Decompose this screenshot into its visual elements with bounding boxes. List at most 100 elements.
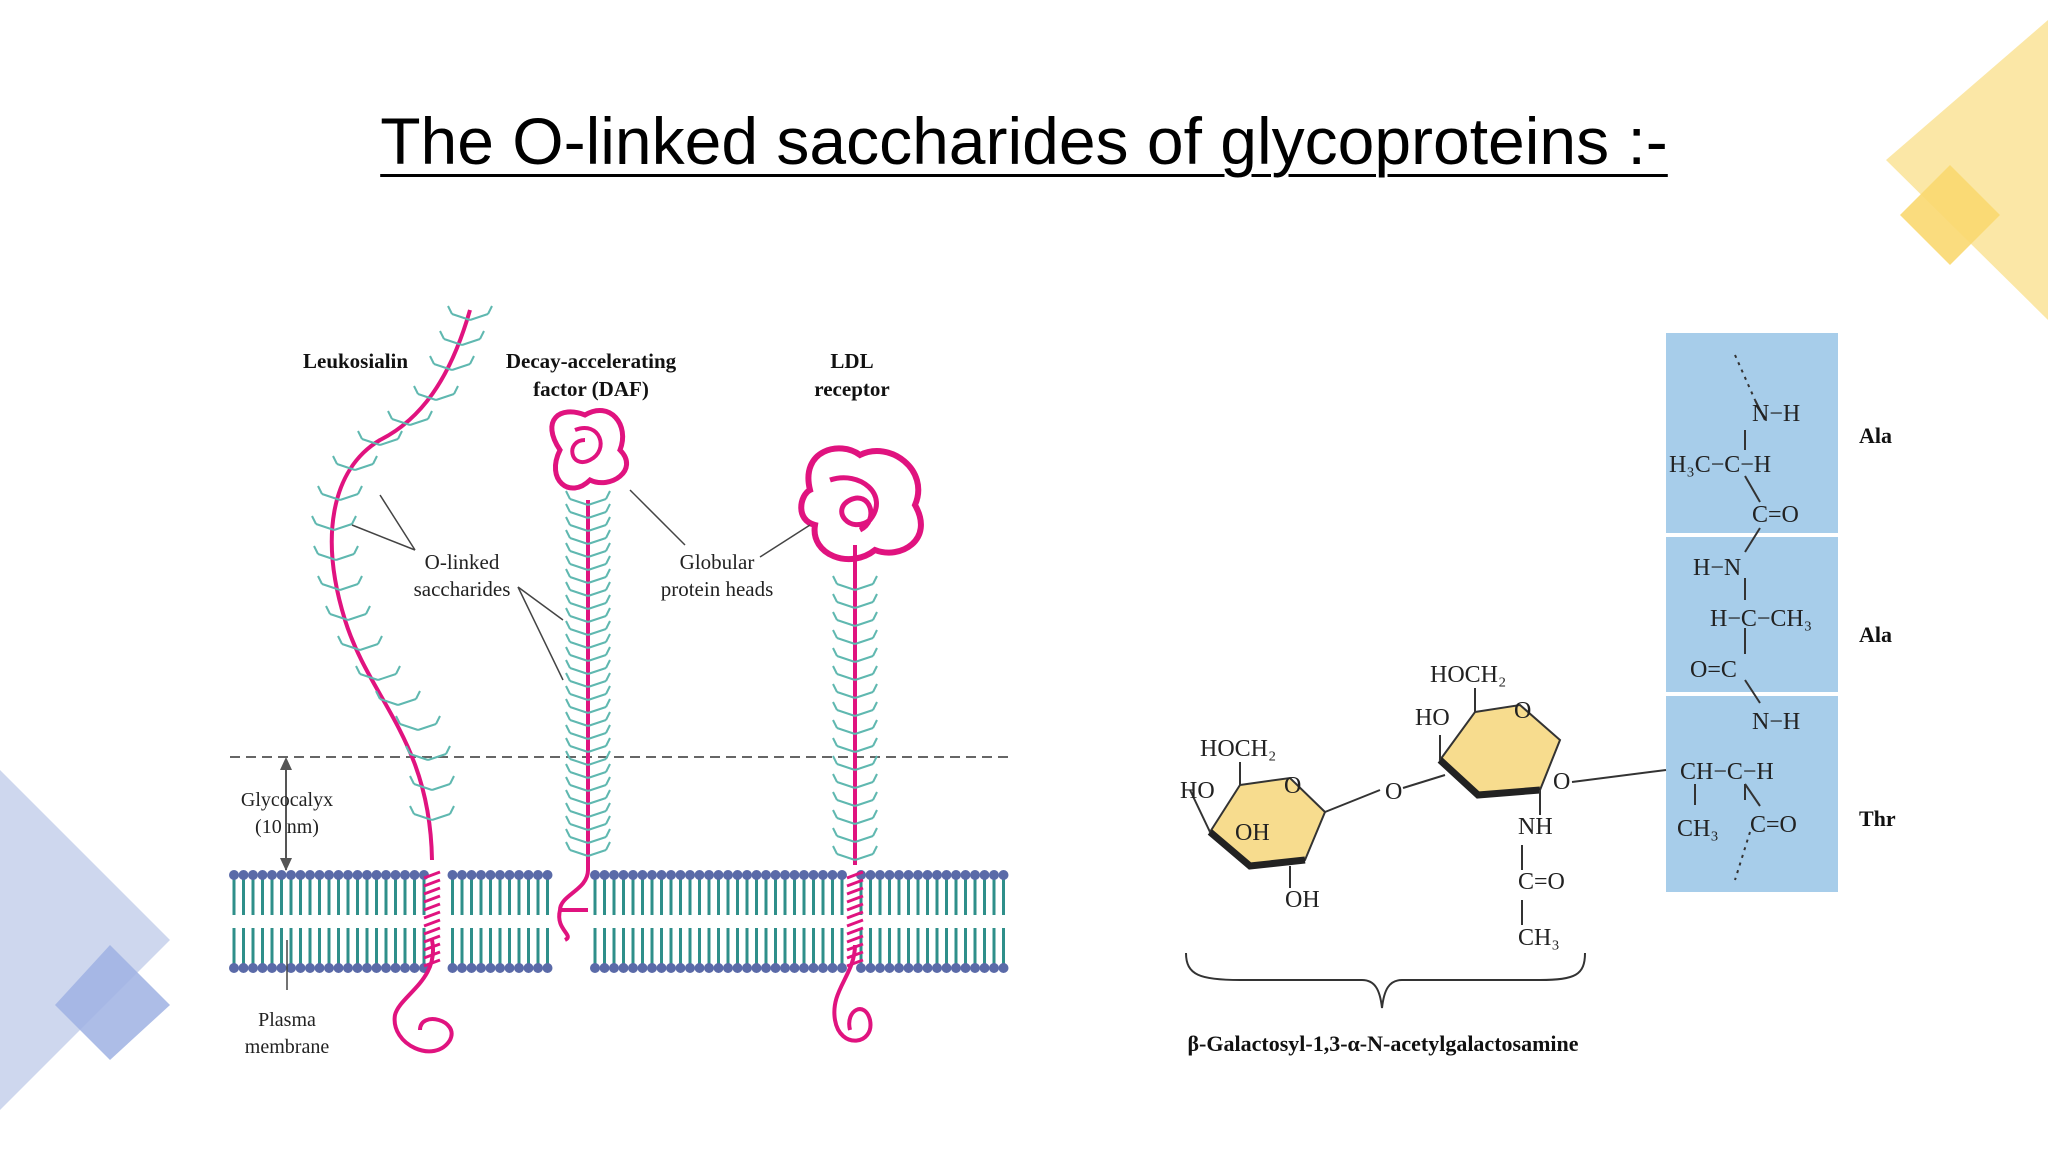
lipid-head xyxy=(799,963,809,973)
lipid-head xyxy=(913,963,923,973)
sugar-branch xyxy=(836,799,856,807)
chem-hoch2-a: HOCH₂ xyxy=(1200,736,1276,762)
galactose-ring xyxy=(1189,762,1381,888)
lipid-head xyxy=(979,963,990,973)
sugar-branch xyxy=(587,615,607,623)
lipid-head xyxy=(837,870,847,880)
daf-label-line1: Decay-accelerating xyxy=(506,349,677,373)
lipid-head xyxy=(704,870,714,880)
tm-helix-stripe xyxy=(846,894,864,904)
lipid-head xyxy=(761,963,771,973)
sugar-branch xyxy=(587,537,607,545)
lipid-head xyxy=(533,870,543,880)
sugar-branch xyxy=(409,753,429,761)
lipid-head xyxy=(371,963,382,973)
lipid-head xyxy=(941,870,952,880)
lipid-head xyxy=(894,963,904,973)
lipid-head xyxy=(932,870,942,880)
chem-h-c-ch3: H−C−CH₃ xyxy=(1710,606,1812,632)
daf-protein xyxy=(549,407,629,912)
residue-thr: Thr xyxy=(1859,806,1896,831)
lipid-head xyxy=(381,870,391,880)
bond-lines xyxy=(1571,354,1766,881)
sugar-branch xyxy=(569,719,589,727)
lipid-head xyxy=(960,963,971,973)
lipid-head xyxy=(314,963,325,973)
lipid-head xyxy=(818,963,828,973)
ldl-label-line2: receptor xyxy=(814,377,889,401)
lipid-head xyxy=(447,870,458,880)
chem-co-3: C=O xyxy=(1518,869,1565,895)
lipid-head xyxy=(371,870,382,880)
lipid-head xyxy=(742,963,752,973)
leukosialin-label: Leukosialin xyxy=(303,349,408,373)
lipid-head xyxy=(609,870,619,880)
globular-label-line2: protein heads xyxy=(661,577,774,601)
lipid-head xyxy=(932,963,942,973)
lipid-head xyxy=(951,963,961,973)
sugar-branch xyxy=(397,698,417,706)
sugar-branch xyxy=(359,643,379,651)
tm-helix-stripe xyxy=(423,894,441,904)
sugar-branch xyxy=(451,363,471,371)
sugar-branch xyxy=(399,723,419,731)
sugar-branch xyxy=(569,615,589,623)
lipid-head xyxy=(713,963,724,973)
lipid-head xyxy=(865,870,876,880)
lipid-head xyxy=(457,963,467,973)
sugar-branch xyxy=(461,338,481,346)
lipid-head xyxy=(865,963,876,973)
sugar-branch xyxy=(354,463,374,471)
galnac-ring xyxy=(1402,688,1562,925)
lipid-head xyxy=(989,870,999,880)
sugar-branch xyxy=(569,537,589,545)
lipid-head xyxy=(495,870,505,880)
lipid-head xyxy=(647,963,657,973)
disaccharide-brace xyxy=(1185,952,1586,1009)
sugar-branch xyxy=(854,781,874,789)
sugar-branch xyxy=(569,641,589,649)
glycocalyx-label-line1: Glycocalyx xyxy=(241,789,333,811)
sugar-branch xyxy=(569,654,589,662)
sugar-branch xyxy=(854,583,874,591)
sugar-branch xyxy=(431,783,451,791)
lipid-head xyxy=(409,870,420,880)
sugar-branch xyxy=(587,823,607,831)
lipid-head xyxy=(941,963,952,973)
chem-ho-a: HO xyxy=(1180,778,1215,804)
lipid-head xyxy=(409,963,420,973)
sugar-branch xyxy=(569,550,589,558)
sugar-branch xyxy=(854,619,874,627)
lipid-head xyxy=(267,870,277,880)
chem-hn: H−N xyxy=(1693,555,1741,581)
sugar-branch xyxy=(335,553,355,561)
sugar-branch xyxy=(587,563,607,571)
lipid-head xyxy=(485,870,496,880)
sugar-branch xyxy=(569,823,589,831)
lipid-head xyxy=(476,870,486,880)
tm-helix-stripe xyxy=(423,942,441,952)
sugar-branch xyxy=(587,732,607,740)
lipid-head xyxy=(504,870,515,880)
lipid-head xyxy=(457,870,467,880)
sugar-branch xyxy=(854,691,874,699)
olinked-label-line2: saccharides xyxy=(414,577,511,601)
lipid-head xyxy=(685,963,695,973)
lipid-head xyxy=(818,870,828,880)
sugar-branch xyxy=(339,493,359,501)
slide-title: The O-linked saccharides of glycoprotein… xyxy=(380,104,1668,178)
lipid-head xyxy=(675,870,686,880)
lipid-head xyxy=(362,963,372,973)
olinked-label-line1: O-linked xyxy=(425,550,500,574)
lipid-head xyxy=(960,870,971,880)
lipid-head xyxy=(770,963,781,973)
lipid-head xyxy=(808,963,819,973)
lipid-head xyxy=(609,963,619,973)
sugar-branch xyxy=(443,338,463,346)
chem-ho-b: HO xyxy=(1415,705,1450,731)
sugar-branch xyxy=(379,438,399,446)
lipid-head xyxy=(856,963,866,973)
lipid-head xyxy=(922,963,933,973)
lipid-head xyxy=(599,963,610,973)
